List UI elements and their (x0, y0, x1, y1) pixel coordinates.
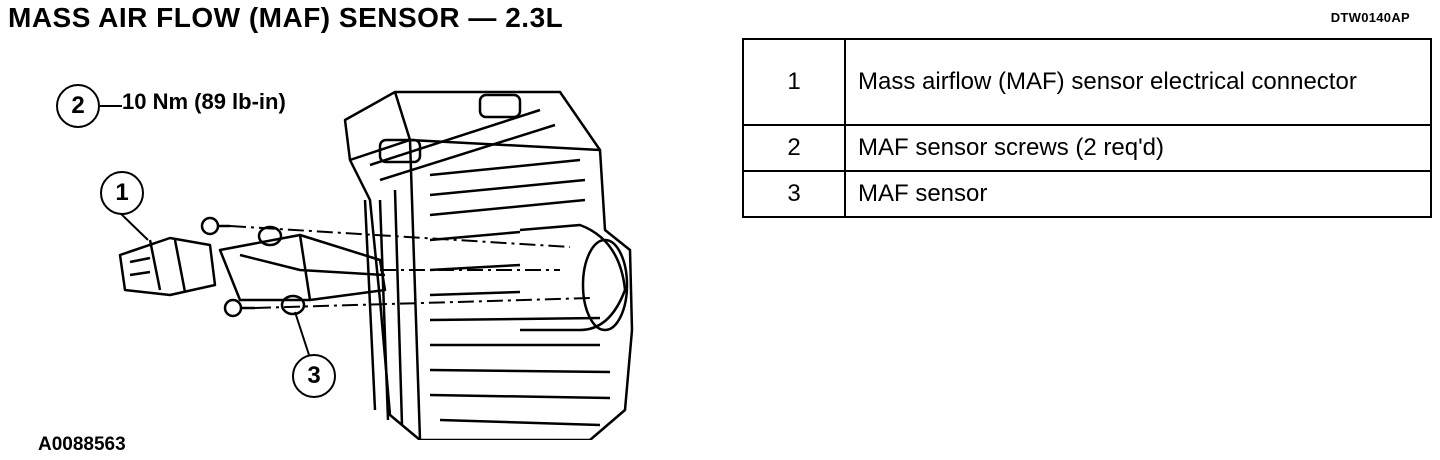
callout-2: 2 (56, 84, 100, 128)
parts-legend-table: 1 Mass airflow (MAF) sensor electrical c… (742, 38, 1432, 218)
legend-row: 1 Mass airflow (MAF) sensor electrical c… (742, 38, 1432, 126)
electrical-connector-shape (118, 236, 217, 297)
legend-description: Mass airflow (MAF) sensor electrical con… (844, 38, 1432, 126)
maf-sensor-illustration (100, 90, 634, 440)
diagram-title: MASS AIR FLOW (MAF) SENSOR — 2.3L (8, 2, 564, 33)
legend-description: MAF sensor screws (2 req'd) (844, 124, 1432, 172)
legend-description: MAF sensor (844, 170, 1432, 218)
legend-row: 3 MAF sensor (742, 170, 1432, 218)
illustration-reference-code: A0088563 (38, 434, 126, 455)
legend-number: 1 (742, 38, 846, 126)
air-cleaner-housing (343, 90, 634, 440)
legend-row: 2 MAF sensor screws (2 req'd) (742, 124, 1432, 172)
callout-1: 1 (100, 171, 144, 215)
legend-number: 2 (742, 124, 846, 172)
screws (200, 216, 255, 318)
torque-spec: 10 Nm (89 lb-in) (122, 89, 286, 114)
legend-number: 3 (742, 170, 846, 218)
figure-code: DTW0140AP (1330, 10, 1410, 25)
callout-3: 3 (292, 354, 336, 398)
